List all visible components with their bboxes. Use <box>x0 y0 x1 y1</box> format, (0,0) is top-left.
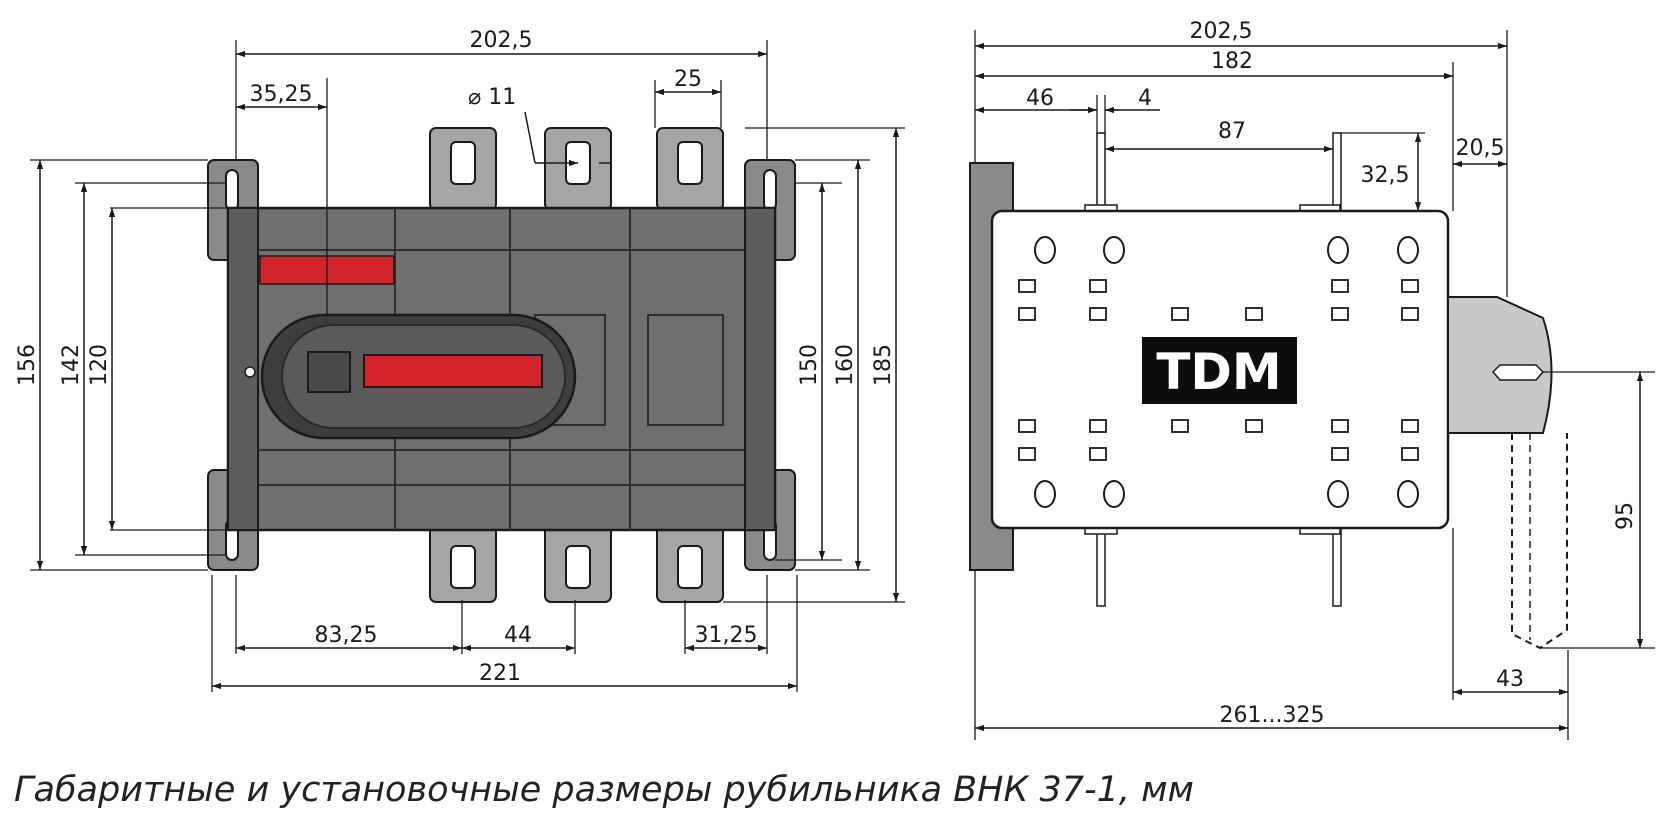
dim-handle-depth: 43 <box>1496 667 1524 692</box>
dim-edge-to-terminal: 83,25 <box>315 623 378 648</box>
handle-lever-red <box>363 354 543 388</box>
mounting-hole <box>1034 236 1419 508</box>
dim-side-overall-width: 202,5 <box>1190 19 1253 44</box>
dim-pin-spacing: 87 <box>1218 119 1246 144</box>
dim-mount-height: 156 <box>15 344 40 386</box>
side-view: TDM <box>969 19 1655 740</box>
dim-edge-to-handle: 35,25 <box>250 82 313 107</box>
dim-height-142: 142 <box>59 344 84 386</box>
dim-height-160: 160 <box>833 344 858 386</box>
terminal-top <box>429 127 724 211</box>
dim-handle-height: 95 <box>1613 502 1638 530</box>
dim-terminal-pitch: 44 <box>504 623 532 648</box>
dim-terminal-width: 25 <box>674 67 702 92</box>
dim-pin-height: 32,5 <box>1361 163 1410 188</box>
brand-logo <box>1142 337 1297 404</box>
dim-edge-to-pin: 46 <box>1026 86 1054 111</box>
window-panel <box>647 314 724 426</box>
handle-swing-path <box>1511 433 1568 650</box>
dim-overall-width: 202,5 <box>470 28 533 53</box>
front-view: 202,5 35,25 ⌀ 11 25 83,25 44 31,25 221 1… <box>15 28 905 692</box>
dim-height-150: 150 <box>797 344 822 386</box>
vent-slot <box>1018 279 1419 461</box>
terminal-bottom <box>429 519 724 603</box>
dim-side-body-width: 182 <box>1211 49 1253 74</box>
dim-hole-diameter: ⌀ 11 <box>468 85 516 110</box>
dim-height-120: 120 <box>87 344 112 386</box>
dim-pin-width: 4 <box>1138 86 1152 111</box>
dim-handle-offset: 20,5 <box>1456 136 1505 161</box>
brand-logo-text: TDM <box>1156 343 1281 401</box>
dim-total-depth: 261...325 <box>1220 703 1325 728</box>
technical-drawing: 202,5 35,25 ⌀ 11 25 83,25 44 31,25 221 1… <box>15 19 1655 740</box>
dim-terminal-to-edge: 31,25 <box>695 623 758 648</box>
dim-height-185: 185 <box>871 344 896 386</box>
figure-caption: Габаритные и установочные размеры рубиль… <box>14 770 1194 810</box>
dim-mount-width: 221 <box>479 661 521 686</box>
